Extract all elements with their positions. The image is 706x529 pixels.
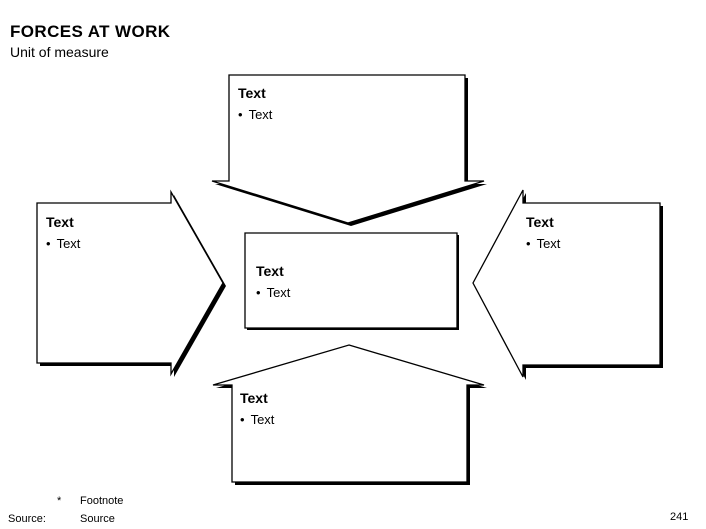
top-arrow-shape	[211, 74, 485, 224]
slide-subtitle: Unit of measure	[10, 44, 109, 60]
top-arrow-bullet-text: Text	[248, 107, 273, 122]
bottom-arrow	[212, 344, 487, 485]
right-arrow-heading: Text	[526, 214, 554, 230]
bullet-icon: •	[526, 236, 531, 251]
source-label: Source:	[8, 513, 46, 525]
center-box	[244, 232, 459, 330]
right-arrow-label: Text • Text	[526, 214, 561, 252]
left-arrow-label: Text • Text	[46, 214, 81, 252]
left-arrow-heading: Text	[46, 214, 74, 230]
bottom-arrow-heading: Text	[240, 390, 268, 406]
bottom-arrow-bullet-text: Text	[250, 412, 275, 427]
right-arrow-bullet-text: Text	[536, 236, 561, 251]
left-arrow	[36, 189, 226, 377]
center-box-bullet-text: Text	[266, 285, 291, 300]
left-arrow-shape	[36, 189, 224, 377]
footnote-marker: *	[57, 495, 62, 507]
right-arrow-shape	[472, 189, 661, 378]
center-box-label: Text • Text	[256, 263, 291, 301]
bullet-icon: •	[256, 285, 261, 300]
footnote-text: Footnote	[80, 495, 124, 507]
bottom-arrow-shape	[212, 344, 485, 483]
bottom-arrow-label: Text • Text	[240, 390, 275, 428]
center-box-shape	[244, 232, 458, 329]
bullet-icon: •	[240, 412, 245, 427]
source-text: Source	[80, 513, 115, 525]
top-arrow-heading: Text	[238, 85, 266, 101]
left-arrow-bullet-text: Text	[56, 236, 81, 251]
center-box-heading: Text	[256, 263, 284, 279]
page-number: 241	[670, 511, 689, 523]
slide-title: FORCES AT WORK	[10, 22, 171, 41]
right-arrow	[472, 189, 663, 380]
top-arrow	[211, 74, 487, 226]
bullet-icon: •	[238, 107, 243, 122]
top-arrow-label: Text • Text	[238, 85, 273, 123]
bullet-icon: •	[46, 236, 51, 251]
